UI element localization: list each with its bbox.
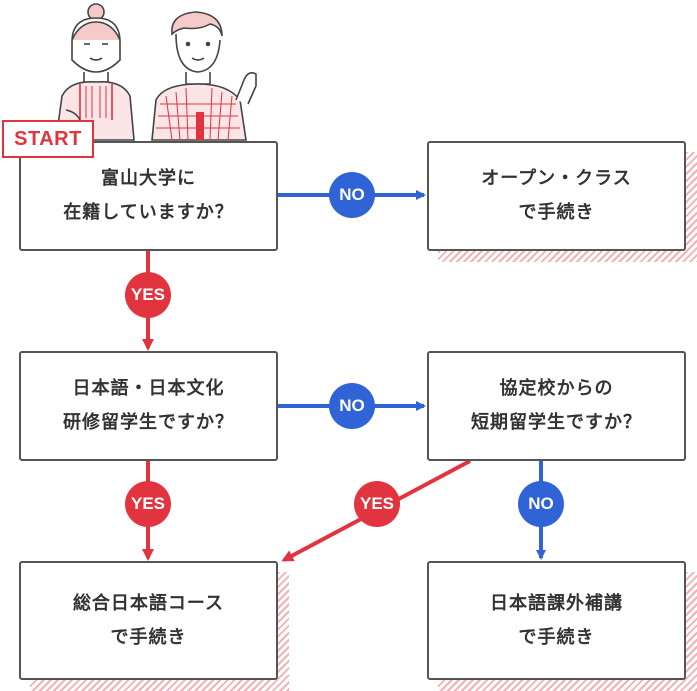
question-training-line2: 研修留学生ですか？ xyxy=(63,412,234,433)
question-exchange-line2: 短期留学生ですか？ xyxy=(471,412,642,433)
start-label: START xyxy=(2,120,94,158)
question-training-line1: 日本語・日本文化 xyxy=(72,378,225,399)
no-badge: NO xyxy=(329,383,375,429)
general-course-line2: で手続き xyxy=(110,626,187,648)
supplementary-course-box: 日本語課外補講 で手続き xyxy=(427,561,686,680)
question-enrolled-line2: 在籍していますか？ xyxy=(63,202,234,223)
no-badge: NO xyxy=(329,172,375,218)
student-boy-icon xyxy=(151,11,257,141)
general-course-box: 総合日本語コース で手続き xyxy=(19,561,278,680)
question-exchange-line1: 協定校からの xyxy=(499,378,614,399)
open-class-box: オープン・クラス で手続き xyxy=(427,141,686,251)
no-badge: NO xyxy=(518,481,564,527)
yes-badge: YES xyxy=(354,481,400,527)
question-exchange-box: 協定校からの 短期留学生ですか？ xyxy=(427,351,686,461)
question-training-box: 日本語・日本文化 研修留学生ですか？ xyxy=(19,351,278,461)
supplementary-course-line1: 日本語課外補講 xyxy=(490,592,623,614)
yes-badge: YES xyxy=(125,272,171,318)
open-class-line2: で手続き xyxy=(518,202,595,223)
open-class-line1: オープン・クラス xyxy=(481,168,632,189)
general-course-line1: 総合日本語コース xyxy=(72,592,225,614)
question-enrolled-line1: 富山大学に xyxy=(101,168,196,189)
question-enrolled-box: 富山大学に 在籍していますか？ xyxy=(19,141,278,251)
yes-badge: YES xyxy=(125,481,171,527)
supplementary-course-line2: で手続き xyxy=(518,626,595,648)
